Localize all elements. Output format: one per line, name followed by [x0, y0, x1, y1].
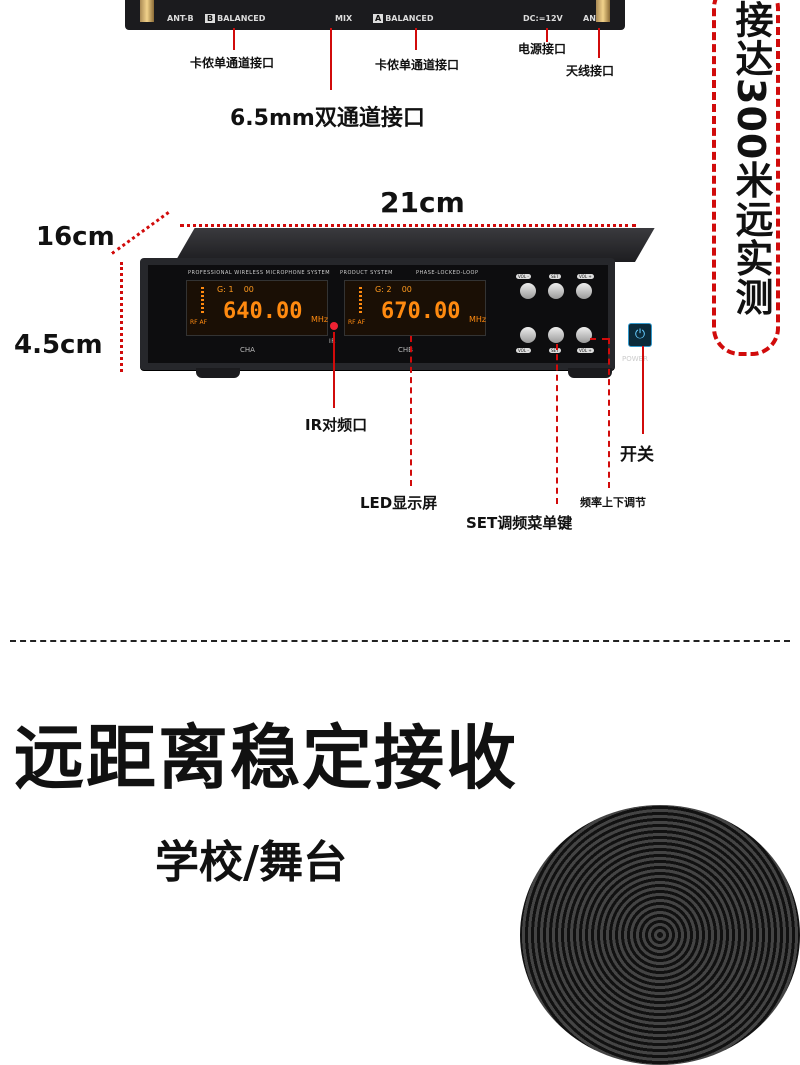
chb-label: CHB: [398, 346, 413, 354]
section-divider: [10, 640, 790, 642]
key-label-vol-plus-bottom: VOL +: [577, 348, 594, 353]
set-b-button[interactable]: [548, 327, 564, 343]
cha-unit: MHz: [311, 315, 329, 324]
ir-callout: IR对频口: [305, 416, 368, 434]
ir-window-icon: [330, 322, 338, 330]
rf-meter-icon: [359, 287, 362, 315]
set-menu-callout: SET调频菜单键: [466, 514, 573, 532]
key-label-vol-minus-top: VOL -: [516, 274, 531, 279]
ir-label: IR: [329, 338, 336, 345]
foot-left: [196, 368, 240, 378]
receiver-top-surface: [175, 228, 655, 262]
width-dimension-line: [180, 224, 636, 227]
brand-line-1: PROFESSIONAL WIRELESS MICROPHONE SYSTEM: [188, 270, 331, 276]
antenna-port-callout: 天线接口: [566, 64, 615, 78]
key-label-set-bottom: SET: [549, 348, 561, 353]
callout-line-jack: [330, 28, 332, 90]
rf-meter-icon: [201, 287, 204, 315]
callout-line-set: [556, 344, 558, 504]
height-dimension: 4.5cm: [14, 330, 103, 360]
cha-frequency: 640.00: [223, 299, 303, 324]
power-icon: ⏻: [634, 327, 646, 342]
power-switch-callout: 开关: [620, 445, 654, 465]
depth-dimension: 16cm: [36, 222, 115, 252]
callout-line-power-port: [546, 28, 548, 42]
cha-rf-af: RF AF: [190, 319, 208, 326]
antenna-a-connector-icon: [596, 0, 610, 22]
callout-line-power: [642, 346, 644, 434]
lcd-cha: G: 1 00 640.00 MHz RF AF: [186, 280, 328, 336]
vol-down-b-button[interactable]: [520, 327, 536, 343]
range-banner-text: 接达300米远实测: [729, 0, 773, 317]
xlr-a-callout: 卡侬单通道接口: [375, 58, 460, 72]
chb-unit: MHz: [469, 315, 487, 324]
lcd-chb: G: 2 00 670.00 MHz RF AF: [344, 280, 486, 336]
vol-up-b-button[interactable]: [576, 327, 592, 343]
power-port-callout: 电源接口: [518, 42, 567, 56]
width-dimension: 21cm: [380, 186, 465, 219]
mix-label: MIX: [335, 14, 353, 23]
xlr-b-callout: 卡侬单通道接口: [190, 56, 275, 70]
cha-label: CHA: [240, 346, 255, 354]
vol-down-a-button[interactable]: [520, 283, 536, 299]
range-banner: [712, 0, 780, 356]
power-label: POWER: [622, 355, 648, 363]
led-callout: LED显示屏: [360, 494, 438, 512]
antenna-b-connector-icon: [140, 0, 154, 22]
key-label-set-top: SET: [549, 274, 561, 279]
headline: 远距离稳定接收: [14, 717, 518, 799]
power-button[interactable]: ⏻: [628, 323, 652, 347]
microphone-grille-image: [520, 805, 800, 1065]
freq-adjust-callout: 频率上下调节: [580, 496, 646, 509]
key-label-vol-minus-bottom: VOL -: [516, 348, 531, 353]
foot-right: [568, 368, 612, 378]
callout-line-xlr-b: [233, 28, 235, 50]
callout-line-freq: [608, 338, 610, 488]
ant-b-label: ANT-B: [167, 14, 194, 23]
chb-frequency: 670.00: [381, 299, 461, 324]
brand-line-2: PRODUCT SYSTEM: [340, 270, 393, 276]
dc-label: DC:=12V: [523, 14, 563, 23]
callout-line-antenna: [598, 28, 600, 58]
brand-line-3: PHASE-LOCKED-LOOP: [416, 270, 479, 276]
cha-group: G: 1 00: [217, 285, 254, 294]
vol-up-a-button[interactable]: [576, 283, 592, 299]
height-dimension-line: [120, 262, 123, 372]
chb-group: G: 2 00: [375, 285, 412, 294]
subheadline: 学校/舞台: [155, 837, 348, 888]
callout-line-led: [410, 336, 412, 486]
chb-rf-af: RF AF: [348, 319, 366, 326]
jack-callout: 6.5mm双通道接口: [230, 106, 425, 131]
callout-line-freq-h: [590, 338, 608, 340]
callout-line-ir: [333, 332, 335, 408]
key-label-vol-plus-top: VOL +: [577, 274, 594, 279]
set-a-button[interactable]: [548, 283, 564, 299]
callout-line-xlr-a: [415, 28, 417, 50]
depth-dimension-line: [111, 211, 170, 255]
